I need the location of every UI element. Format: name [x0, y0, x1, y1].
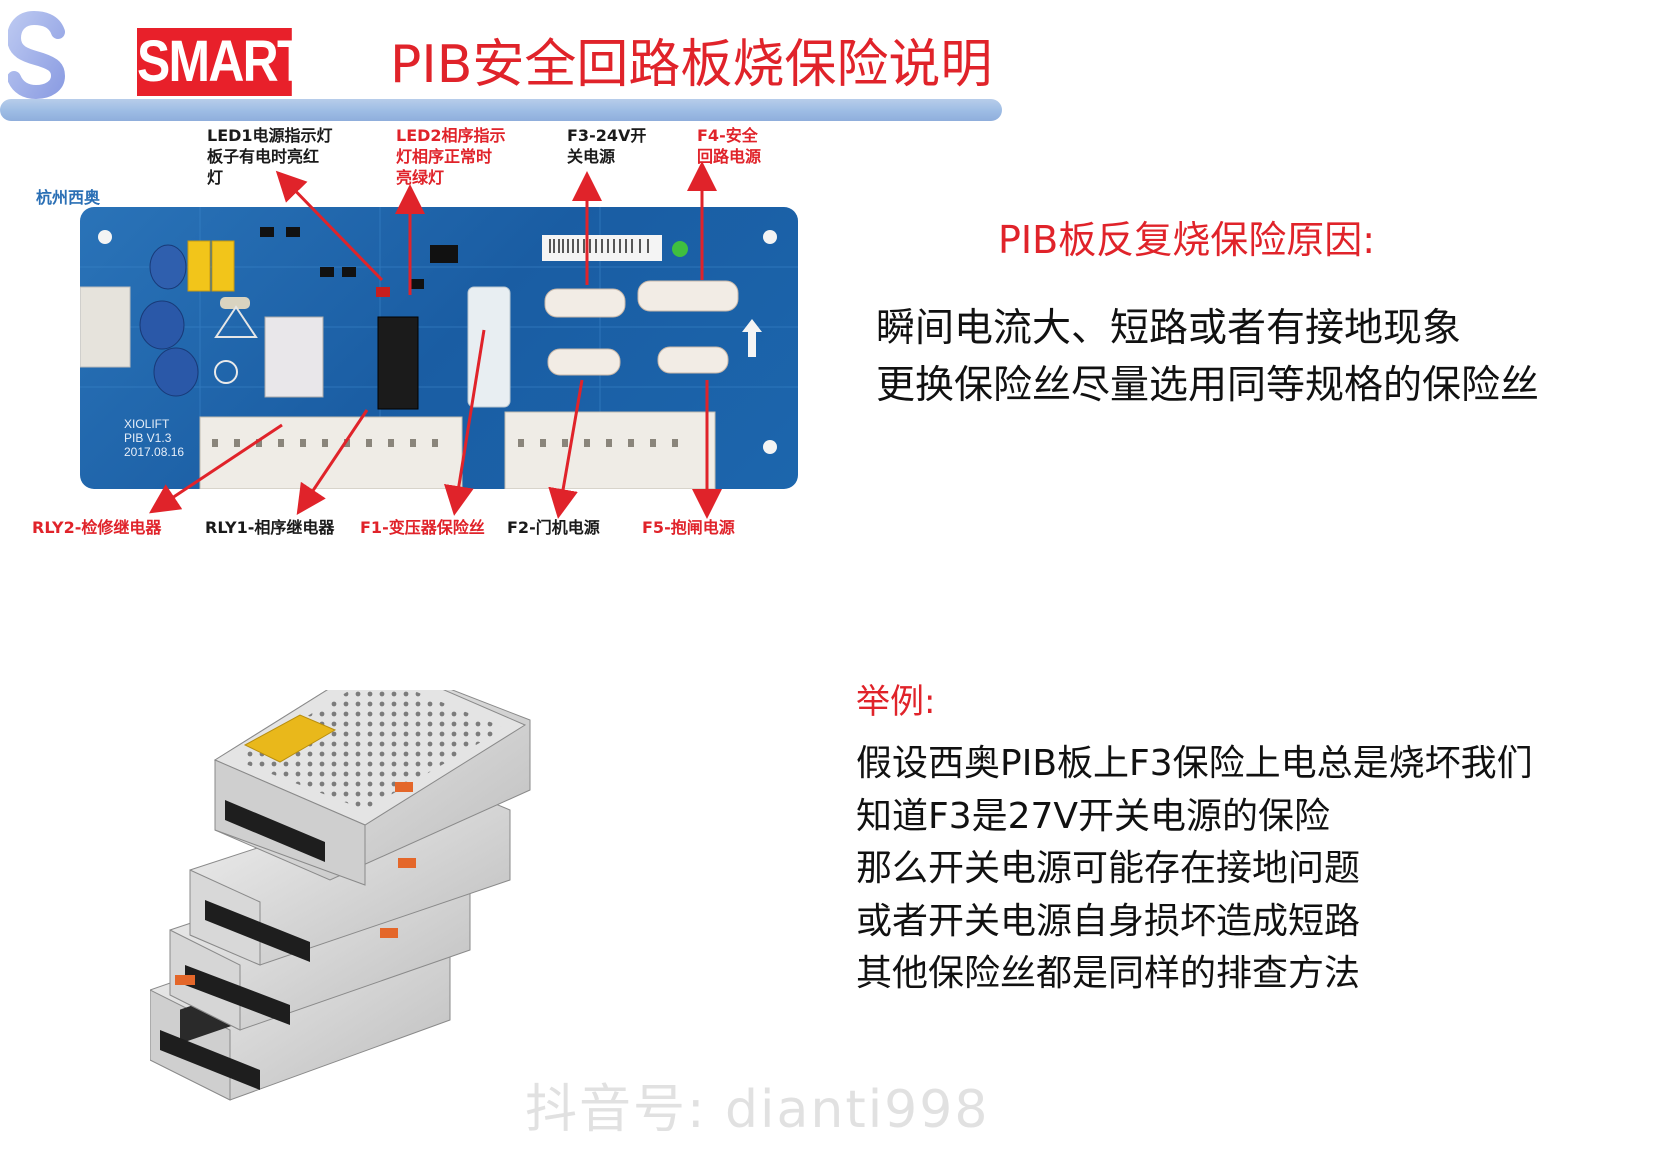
reason-line: 更换保险丝尽量选用同等规格的保险丝	[876, 363, 1540, 408]
example-line: 知道F3是27V开关电源的保险	[856, 795, 1331, 837]
example-line: 假设西奥PIB板上F3保险上电总是烧坏我们	[856, 743, 1533, 784]
annotation-led2: LED2相序指示 灯相序正常时 亮绿灯	[396, 126, 506, 187]
annotation-rly2: RLY2-检修继电器	[32, 518, 162, 537]
pcb-board-graphic	[80, 207, 798, 489]
annotation-f5: F5-抱闸电源	[642, 518, 735, 537]
reasons-title: PIB板反复烧保险原因:	[998, 218, 1375, 262]
annotation-f2: F2-门机电源	[507, 518, 600, 537]
pcb-board: XIOLIFT PIB V1.3 2017.08.16	[80, 207, 798, 489]
example-title: 举例:	[856, 682, 936, 722]
reasons-list: 瞬间电流大、短路或者有接地现象 更换保险丝尽量选用同等规格的保险丝	[876, 300, 1539, 414]
header-divider-bar	[0, 99, 1002, 121]
annotation-f1: F1-变压器保险丝	[360, 518, 485, 537]
pcb-board-figure: 杭州西奥 LED1电源指示灯 板子有电时亮红 灯 LED2相序指示 灯相序正常时…	[22, 125, 812, 585]
reason-line: 瞬间电流大、短路或者有接地现象	[876, 306, 1462, 351]
brand-badge: SMART	[137, 28, 307, 96]
example-line: 其他保险丝都是同样的排查方法	[856, 953, 1361, 994]
watermark: 抖音号: dianti998	[525, 1080, 990, 1140]
annotation-led1: LED1电源指示灯 板子有电时亮红 灯	[207, 126, 333, 187]
board-silkscreen: XIOLIFT PIB V1.3 2017.08.16	[124, 417, 185, 459]
example-line: 或者开关电源自身损坏造成短路	[856, 900, 1361, 942]
annotation-arrows	[149, 161, 722, 519]
example-line: 那么开关电源可能存在接地问题	[856, 848, 1361, 889]
company-tag: 杭州西奥	[36, 188, 101, 207]
example-list: 假设西奥PIB板上F3保险上电总是烧坏我们 知道F3是27V开关电源的保险 那么…	[856, 738, 1533, 1001]
annotation-rly1: RLY1-相序继电器	[205, 518, 335, 537]
logo-s-icon	[8, 10, 66, 100]
annotation-f3: F3-24V开 关电源	[567, 126, 647, 166]
page-title: PIB安全回路板烧保险说明	[390, 35, 993, 95]
power-supply-image	[150, 690, 531, 1101]
